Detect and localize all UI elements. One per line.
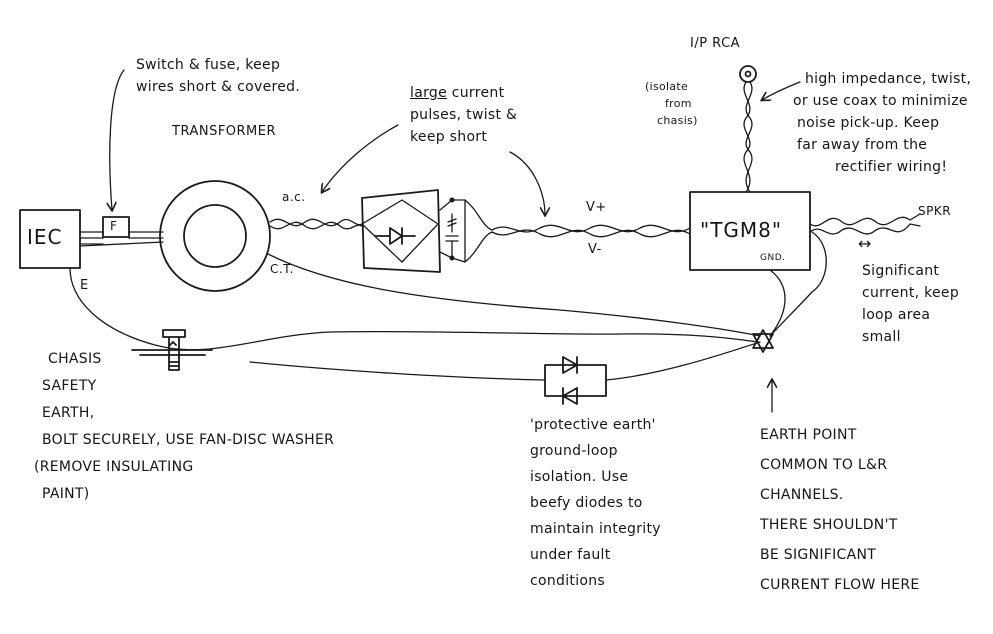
note-line: BE SIGNIFICANT xyxy=(760,547,877,563)
v-plus-label: V+ xyxy=(586,200,607,215)
note-line: CHASIS xyxy=(48,351,102,367)
input-rca-label: I/P RCA xyxy=(690,36,741,51)
note-line: noise pick-up. Keep xyxy=(797,115,940,131)
earth-tag-label: E xyxy=(80,278,89,293)
note-line: Significant xyxy=(862,263,940,279)
input-twisted-wire-b xyxy=(745,81,753,193)
note-line: Switch & fuse, keep xyxy=(136,57,281,73)
note-line: small xyxy=(862,329,901,345)
junction-dot-bottom xyxy=(449,255,455,261)
junction-dot-top xyxy=(449,197,455,203)
note-line: EARTH POINT xyxy=(760,427,857,443)
fuse-box xyxy=(102,216,130,238)
arrow-to-fuse xyxy=(110,69,125,210)
arrow-to-input xyxy=(762,81,801,100)
v-minus-label: V- xyxy=(588,242,602,257)
note-line: ground-loop xyxy=(530,443,618,459)
high-impedance-note: high impedance, twist, or use coax to mi… xyxy=(793,68,972,178)
centre-tap-wire xyxy=(267,253,761,337)
note-line: rectifier wiring! xyxy=(835,159,948,175)
chassis-earth-wire xyxy=(69,267,759,351)
ac-twisted-wire-a xyxy=(269,218,363,227)
ac-label: a.c. xyxy=(282,190,306,204)
note-line: CURRENT FLOW HERE xyxy=(760,577,920,593)
significant-current-note: Significant current, keep loop area smal… xyxy=(862,260,959,348)
dc-twisted-wire-b xyxy=(464,229,691,263)
transformer-toroid-inner xyxy=(183,204,247,268)
note-line: chasis) xyxy=(657,114,698,127)
note-line: high impedance, twist, xyxy=(805,71,972,87)
note-line: far away from the xyxy=(797,137,928,153)
fuse-label: F xyxy=(110,219,118,233)
mains-wire-to-transformer xyxy=(79,231,164,247)
filter-components xyxy=(439,199,466,263)
note-line: SAFETY xyxy=(42,378,97,394)
note-line: loop area xyxy=(862,307,931,323)
isolate-note: (isolate from chasis) xyxy=(645,78,698,129)
note-line: THERE SHOULDN'T xyxy=(760,517,898,533)
note-line: conditions xyxy=(530,573,606,589)
protective-earth-note: 'protective earth' ground-loop isolation… xyxy=(530,412,661,594)
input-twisted-wire-a xyxy=(743,81,751,193)
double-arrow-symbol: ↔ xyxy=(858,234,872,253)
mains-wire xyxy=(79,231,104,245)
large-current-note: large current pulses, twist & keep short xyxy=(410,82,517,148)
dc-twisted-wire-a xyxy=(464,199,691,233)
note-line: 'protective earth' xyxy=(530,417,656,433)
note-line: current xyxy=(451,85,505,101)
earth-point-note: EARTH POINT COMMON TO L&R CHANNELS. THER… xyxy=(760,420,920,600)
note-line: or use coax to minimize xyxy=(793,93,968,109)
note-line: isolation. Use xyxy=(530,469,629,485)
note-line: (isolate xyxy=(645,80,689,93)
note-line: BOLT SECURELY, USE FAN-DISC WASHER xyxy=(42,432,335,448)
note-line: PAINT) xyxy=(42,486,90,502)
note-line: (REMOVE INSULATING xyxy=(34,459,194,475)
ct-label: C.T. xyxy=(270,262,294,276)
emphasis-word: large xyxy=(410,85,447,101)
iec-label: IEC xyxy=(27,225,63,249)
bridge-diode-symbol xyxy=(374,227,416,245)
note-line: CHANNELS. xyxy=(760,487,844,503)
speaker-twisted-wire-b xyxy=(809,223,921,235)
iec-inlet-box xyxy=(19,209,81,269)
gnd-label: GND. xyxy=(760,253,786,263)
switch-fuse-note: Switch & fuse, keep wires short & covere… xyxy=(136,54,300,98)
amplifier-label: "TGM8" xyxy=(700,218,783,242)
note-line: from xyxy=(665,97,692,110)
speaker-twisted-wire-a xyxy=(809,213,921,227)
note-line: pulses, twist & xyxy=(410,107,518,123)
transformer-toroid-outer xyxy=(159,180,271,292)
note-line: EARTH, xyxy=(42,405,95,421)
note-line: keep short xyxy=(410,129,488,145)
spkr-label: SPKR xyxy=(918,204,952,218)
amp-ground-wire xyxy=(769,269,786,337)
note-line: maintain integrity xyxy=(530,521,661,537)
ac-twisted-wire-b xyxy=(269,221,363,230)
chassis-earth-note: CHASIS SAFETY EARTH, BOLT SECURELY, USE … xyxy=(34,346,335,508)
note-line: beefy diodes to xyxy=(530,495,643,511)
rca-jack-outer xyxy=(739,65,757,83)
transformer-label: TRANSFORMER xyxy=(172,124,277,139)
arrow-to-ac xyxy=(322,124,399,192)
arrow-to-dc xyxy=(509,151,545,215)
rectifier-bridge xyxy=(361,189,441,273)
diode-earth-link xyxy=(249,341,761,381)
spkr-return-loop xyxy=(769,231,827,337)
protective-diodes xyxy=(544,356,607,405)
earth-bolt-symbol xyxy=(131,329,213,371)
bridge-inner-diamond xyxy=(361,199,439,263)
note-line: under fault xyxy=(530,547,611,563)
note-line: current, keep xyxy=(862,285,960,301)
star-earth-point xyxy=(752,329,774,353)
note-line: COMMON TO L&R xyxy=(760,457,888,473)
note-line: wires short & covered. xyxy=(136,79,301,95)
rca-jack-inner xyxy=(744,70,752,78)
